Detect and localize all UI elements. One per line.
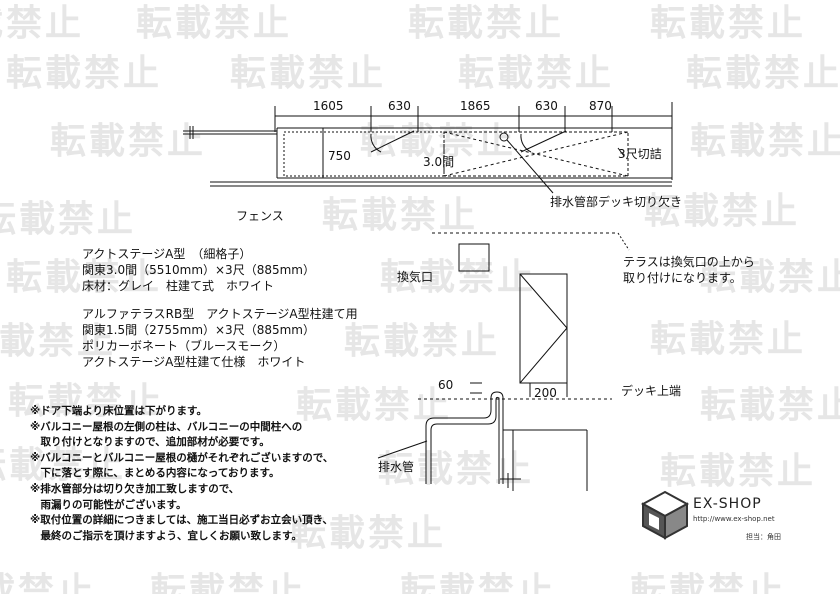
watermark-text: 転載禁止 xyxy=(408,3,565,44)
watermark-text: 転載禁止 xyxy=(458,53,615,94)
brand-name: EX-SHOP xyxy=(693,496,762,512)
brand-url: http://www.ex-shop.net xyxy=(693,515,775,523)
watermark-text: 転載禁止 xyxy=(290,513,447,554)
watermark-text: 転載禁止 xyxy=(644,191,801,232)
spec-line: ポリカーボネート（ブルースモーク） xyxy=(82,339,286,353)
dim-label: 1865 xyxy=(460,99,491,113)
watermark-text: 転載禁止 xyxy=(660,451,817,492)
dim-200-label: 200 xyxy=(534,386,557,400)
door-swing-arc xyxy=(520,133,532,153)
note-line: 雨漏りの可能性がございます。 xyxy=(30,498,187,511)
watermark-text: 転載禁止 xyxy=(0,445,127,486)
watermark-text: 転載禁止 xyxy=(344,321,501,362)
leader-line xyxy=(617,147,625,157)
watermark-text: 転載禁止 xyxy=(700,385,840,426)
elevation-view xyxy=(377,232,630,491)
door-leaf xyxy=(370,130,415,153)
vent-box xyxy=(458,243,490,272)
window-opening-mark xyxy=(519,273,568,384)
watermark-text: 転載禁止 xyxy=(322,195,479,236)
watermark-text: 転載禁止 xyxy=(700,257,840,298)
watermark-text: 転載禁止 xyxy=(650,3,807,44)
depth-label: 750 xyxy=(328,149,351,163)
note-line: 最終のご指示を頂けますよう、宜しくお願い致します。 xyxy=(30,529,302,542)
watermark-text: 転載禁止 xyxy=(8,381,165,422)
leader-line xyxy=(506,139,554,194)
note-line: ※ドア下端より床位置は下がります。 xyxy=(30,405,207,417)
watermark-text: 転載禁止 xyxy=(650,319,807,360)
dim-label: 1605 xyxy=(313,99,344,113)
terrace-spec-block: アルファテラスRB型 アクトステージA型柱建て用 関東1.5間（2755mm）×… xyxy=(82,306,358,370)
watermark-text: 転載禁止 xyxy=(50,121,207,162)
dim-60-label: 60 xyxy=(438,378,453,392)
drain-pipe-inner xyxy=(430,396,500,484)
watermark-text: 転載禁止 xyxy=(230,53,387,94)
watermark-text: 転載禁止 xyxy=(296,385,453,426)
watermark-text: 転載禁止 xyxy=(378,449,535,490)
drain-pipe-mark xyxy=(499,132,509,142)
watermark-text: 転載禁止 xyxy=(0,3,85,44)
terrace-note-line: テラスは換気口の上から xyxy=(623,254,755,269)
vent-label: 換気口 xyxy=(397,269,433,284)
note-line: ※バルコニーとバルコニー屋根の樋がそれぞれございますので、 xyxy=(30,451,334,464)
drain-pipe xyxy=(425,391,504,484)
deck-diagonal xyxy=(443,131,629,177)
watermark-text: 転載禁止 xyxy=(6,257,163,298)
note-line: ※排水管部分は切り欠き加工致しますので、 xyxy=(30,482,240,495)
deck-outline-dashed xyxy=(283,131,445,177)
dim-label: 630 xyxy=(388,99,411,113)
deck-diagonal xyxy=(443,131,629,177)
cut-label: 3尺切詰 xyxy=(618,146,662,161)
plan-labels: 1605 630 1865 630 870 750 3.0間 3尺切詰 フェンス… xyxy=(236,99,682,223)
watermark-text: 転載禁止 xyxy=(400,571,557,594)
terrace-note-line: 取り付けになります。 xyxy=(623,271,742,285)
watermark-text: 転載禁止 xyxy=(136,3,293,44)
door-swing-arc xyxy=(370,133,382,153)
drain-cut-label: 排水管部デッキ切り欠き xyxy=(550,194,682,209)
watermark-text: 転載禁止 xyxy=(0,199,137,240)
dim-label: 870 xyxy=(589,99,612,113)
span-label: 3.0間 xyxy=(423,155,454,169)
fence-label: フェンス xyxy=(236,209,284,223)
watermark-text: 転載禁止 xyxy=(0,571,97,594)
note-line: ※バルコニー屋根の左側の柱は、バルコニーの中間柱への xyxy=(30,420,303,433)
spec-line: アクトステージA型柱建て仕様 ホワイト xyxy=(82,355,306,369)
window-frame xyxy=(519,273,568,384)
watermark-text: 転載禁止 xyxy=(150,571,307,594)
plan-view xyxy=(183,102,673,194)
deck-outline-dashed xyxy=(443,131,629,177)
deck-spec-block: アクトステージA型 （細格子） 関東3.0間（5510mm）×3尺（885mm）… xyxy=(82,246,315,294)
watermark-text: 転載禁止 xyxy=(686,53,840,94)
watermark-text: 転載禁止 xyxy=(630,571,787,594)
staff-label: 担当：角田 xyxy=(746,533,781,541)
watermark-text: 転載禁止 xyxy=(6,53,163,94)
door-leaf xyxy=(520,130,567,153)
watermark-text: 転載禁止 xyxy=(380,257,537,298)
spec-line: 関東1.5間（2755mm）×3尺（885mm） xyxy=(82,323,315,337)
watermark-text: 転載禁止 xyxy=(0,321,117,362)
spec-line: 関東3.0間（5510mm）×3尺（885mm） xyxy=(82,263,315,277)
notes-block: ※ドア下端より床位置は下がります。 ※バルコニー屋根の左側の柱は、バルコニーの中… xyxy=(30,404,333,544)
ex-shop-logo-icon xyxy=(640,490,690,540)
leader-line xyxy=(377,440,428,459)
note-line: ※取付位置の詳細につきましては、施工当日必ずお立会い頂き、 xyxy=(30,514,333,527)
spec-line: 床材：グレイ 柱建て式 ホワイト xyxy=(82,279,275,293)
dim-label: 630 xyxy=(535,99,558,113)
drain-pipe-label: 排水管 xyxy=(378,459,414,474)
note-line: 下に落とす際に、まとめる内容になっております。 xyxy=(30,467,280,480)
spec-line: アクトステージA型 （細格子） xyxy=(82,247,252,261)
note-line: 取り付けとなりますので、追加部材が必要です。 xyxy=(30,436,270,449)
leader-line xyxy=(617,232,630,251)
elevation-labels: 換気口 テラスは換気口の上から 取り付けになります。 60 200 デッキ上端 … xyxy=(378,254,755,474)
spec-line: アルファテラスRB型 アクトステージA型柱建て用 xyxy=(82,307,358,321)
deck-top-label: デッキ上端 xyxy=(621,383,681,398)
watermark-text: 転載禁止 xyxy=(690,121,840,162)
